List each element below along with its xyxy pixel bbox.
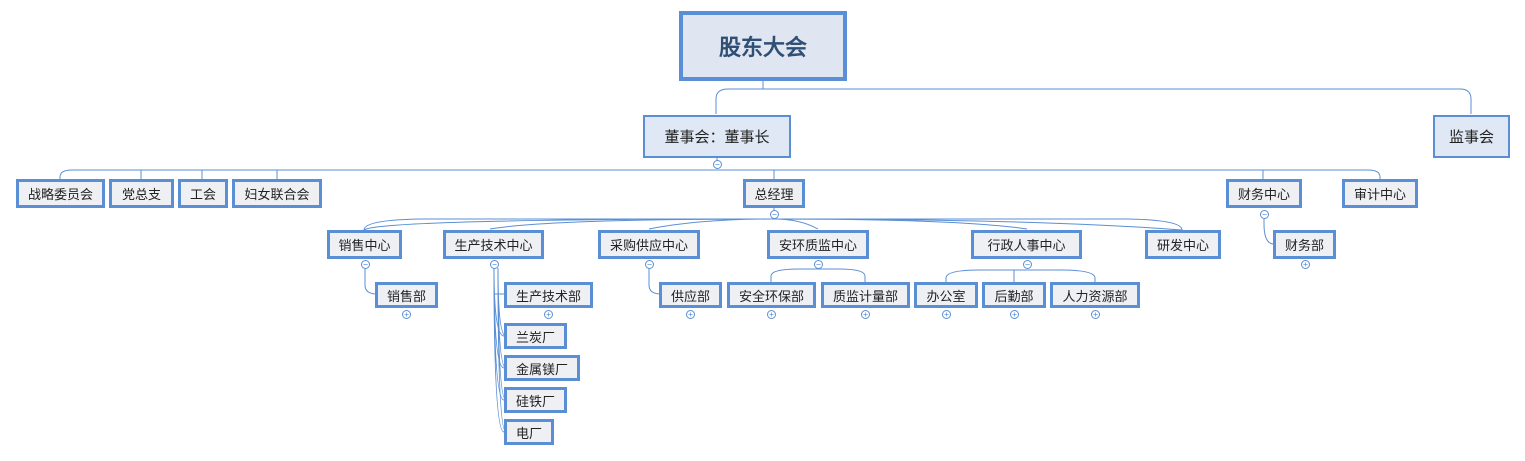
- expand-icon[interactable]: +: [1010, 310, 1019, 319]
- node-quality-metrology-dept[interactable]: 质监计量部: [821, 282, 910, 308]
- node-labor-union[interactable]: 工会: [178, 179, 228, 208]
- root-node-shareholders-meeting[interactable]: 股东大会: [679, 11, 847, 81]
- expand-icon[interactable]: +: [767, 310, 776, 319]
- node-finance-dept[interactable]: 财务部: [1273, 230, 1336, 259]
- node-rd-center[interactable]: 研发中心: [1145, 230, 1221, 259]
- node-finance-center[interactable]: 财务中心: [1226, 179, 1302, 208]
- node-supply-dept[interactable]: 供应部: [659, 282, 722, 308]
- node-sales-dept[interactable]: 销售部: [375, 282, 438, 308]
- node-power-plant[interactable]: 电厂: [504, 419, 554, 445]
- node-purchase-supply-center[interactable]: 采购供应中心: [598, 230, 700, 259]
- node-hr-dept[interactable]: 人力资源部: [1050, 282, 1140, 308]
- node-production-tech-center[interactable]: 生产技术中心: [443, 230, 544, 259]
- node-lantan-factory[interactable]: 兰炭厂: [504, 323, 567, 349]
- node-audit-center[interactable]: 审计中心: [1342, 179, 1418, 208]
- node-magnesium-factory[interactable]: 金属镁厂: [504, 355, 580, 381]
- node-ferrosilicon-factory[interactable]: 硅铁厂: [504, 387, 567, 413]
- collapse-icon[interactable]: −: [490, 260, 499, 269]
- node-womens-federation[interactable]: 妇女联合会: [232, 179, 322, 208]
- node-party-branch[interactable]: 党总支: [109, 179, 174, 208]
- node-sales-center[interactable]: 销售中心: [327, 230, 402, 259]
- expand-icon[interactable]: +: [402, 310, 411, 319]
- expand-icon[interactable]: +: [1301, 260, 1310, 269]
- collapse-icon[interactable]: −: [1023, 260, 1032, 269]
- expand-icon[interactable]: +: [544, 310, 553, 319]
- expand-icon[interactable]: +: [942, 310, 951, 319]
- node-general-manager[interactable]: 总经理: [743, 179, 805, 208]
- collapse-icon[interactable]: −: [645, 260, 654, 269]
- expand-icon[interactable]: +: [861, 310, 870, 319]
- expand-icon[interactable]: +: [1091, 310, 1100, 319]
- collapse-icon[interactable]: −: [814, 260, 823, 269]
- node-strategy-committee[interactable]: 战略委员会: [16, 179, 105, 208]
- expand-icon[interactable]: +: [686, 310, 695, 319]
- node-supervisory-board[interactable]: 监事会: [1433, 115, 1510, 158]
- node-board-of-directors[interactable]: 董事会：董事长: [643, 115, 791, 158]
- collapse-icon[interactable]: −: [361, 260, 370, 269]
- node-production-tech-dept[interactable]: 生产技术部: [504, 282, 593, 308]
- collapse-icon[interactable]: −: [713, 160, 722, 169]
- collapse-icon[interactable]: −: [1260, 210, 1269, 219]
- node-safety-quality-center[interactable]: 安环质监中心: [767, 230, 869, 259]
- node-office[interactable]: 办公室: [914, 282, 978, 308]
- collapse-icon[interactable]: −: [770, 210, 779, 219]
- node-admin-hr-center[interactable]: 行政人事中心: [971, 230, 1082, 259]
- node-logistics-dept[interactable]: 后勤部: [982, 282, 1046, 308]
- node-safety-env-dept[interactable]: 安全环保部: [727, 282, 816, 308]
